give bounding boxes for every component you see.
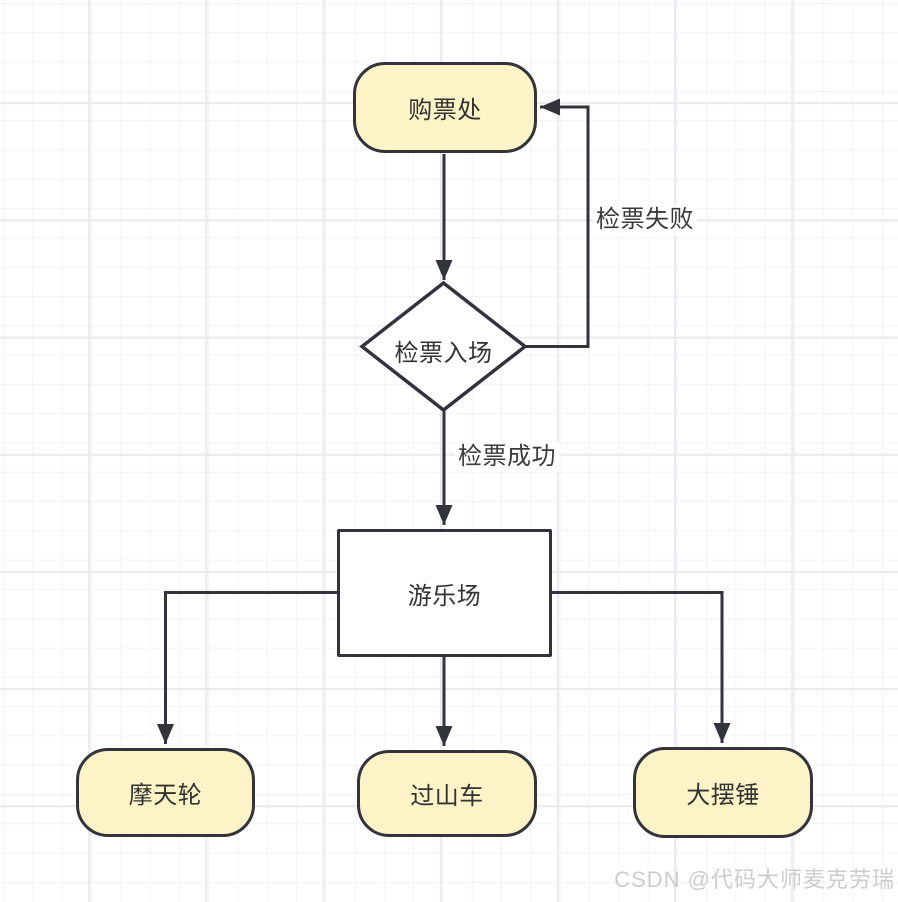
node-label: 过山车	[410, 783, 484, 810]
csdn-watermark: CSDN @代码大师麦克劳瑞	[614, 867, 895, 892]
node-ticket-office: 购票处	[353, 62, 537, 153]
edge-park-to-big-pendulum	[551, 591, 731, 743]
node-label: 游乐场	[407, 582, 482, 610]
edge-check-failed-loop	[525, 98, 590, 348]
node-ferris-wheel: 摩天轮	[76, 748, 255, 837]
node-label: 大摆锤	[686, 782, 760, 809]
edge-park-to-ferris-wheel	[157, 591, 337, 744]
node-amusement-park: 游乐场	[337, 529, 552, 657]
node-label: 购票处	[408, 97, 482, 124]
node-ticket-check-label: 检票入场	[394, 340, 493, 367]
node-roller-coaster: 过山车	[357, 750, 537, 837]
edge-label-check-success: 检票成功	[455, 442, 559, 472]
node-label: 摩天轮	[128, 782, 203, 809]
node-ticket-check-shape	[359, 280, 528, 413]
edge-label-check-failed: 检票失败	[593, 205, 697, 235]
node-big-pendulum: 大摆锤	[633, 747, 813, 838]
